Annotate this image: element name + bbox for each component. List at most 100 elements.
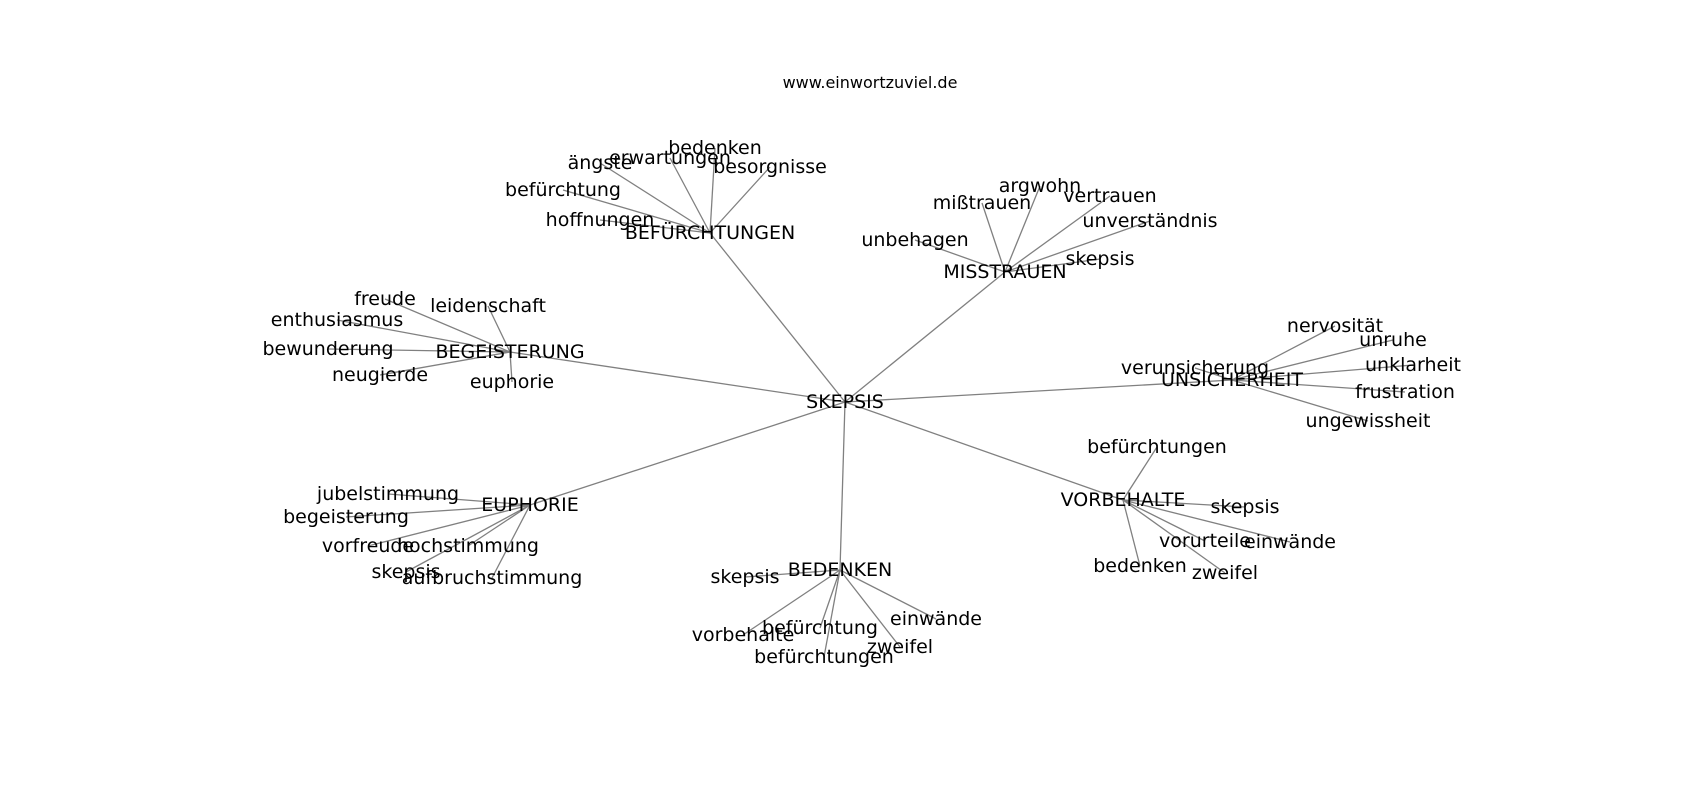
leaf-node-label: hoffnungen bbox=[546, 209, 655, 231]
leaf-node-label: vorbehalte bbox=[692, 624, 795, 646]
edge-hub-leaf bbox=[1231, 339, 1394, 381]
leaf-node-label: vertrauen bbox=[1063, 185, 1156, 207]
node-labels: SKEPSISBEFÜRCHTUNGENbedenkenerwartungenä… bbox=[262, 137, 1461, 668]
edge-hub-leaf bbox=[345, 504, 531, 518]
leaf-node-label: nervosität bbox=[1287, 315, 1383, 337]
leaf-node-label: skepsis bbox=[1065, 248, 1134, 270]
edge-hub-leaf bbox=[1122, 499, 1226, 574]
leaf-node-label: vorfreude bbox=[322, 535, 414, 557]
leaf-node-label: unverständnis bbox=[1082, 210, 1217, 232]
leaf-node-label: befürchtungen bbox=[1087, 436, 1227, 458]
leaf-node-label: ängste bbox=[568, 152, 633, 174]
leaf-node-label: hochstimmung bbox=[397, 535, 539, 557]
edge-hub-leaf bbox=[839, 569, 937, 620]
edge-hub-leaf bbox=[509, 351, 513, 383]
edge-hub-leaf bbox=[1122, 446, 1158, 501]
leaf-node-label: skepsis bbox=[1210, 496, 1279, 518]
leaf-node-label: besorgnisse bbox=[713, 156, 827, 178]
leaf-node-label: frustration bbox=[1355, 381, 1455, 403]
hub-node-label: BEFÜRCHTUNGEN bbox=[625, 221, 795, 244]
edge-center-hub bbox=[844, 379, 1233, 403]
leaf-node-label: befürchtung bbox=[505, 179, 621, 201]
leaf-node-label: bedenken bbox=[668, 137, 762, 159]
leaf-node-label: jubelstimmung bbox=[316, 483, 459, 505]
edge-hub-leaf bbox=[1004, 185, 1041, 273]
edge-hub-leaf bbox=[379, 351, 511, 376]
edge-hub-leaf bbox=[1122, 499, 1291, 543]
edge-hub-leaf bbox=[669, 157, 711, 234]
leaf-node-label: befürchtungen bbox=[754, 646, 894, 668]
leaf-node-label: enthusiasmus bbox=[271, 309, 403, 331]
edge-hub-leaf bbox=[1004, 195, 1111, 273]
hub-node-label: EUPHORIE bbox=[481, 494, 578, 516]
hub-node-label: BEGEISTERUNG bbox=[435, 341, 584, 363]
edge-hub-leaf bbox=[405, 504, 531, 573]
edge-hub-leaf bbox=[336, 319, 511, 353]
leaf-node-label: ungewissheit bbox=[1306, 410, 1431, 432]
leaf-node-label: verunsicherung bbox=[1121, 357, 1269, 379]
leaf-node-label: zweifel bbox=[1192, 562, 1258, 584]
edge-hub-leaf bbox=[387, 493, 531, 506]
edge-hub-leaf bbox=[467, 504, 531, 547]
edge-hub-leaf bbox=[487, 305, 511, 353]
edge-hub-leaf bbox=[599, 219, 711, 234]
leaf-node-label: skepsis bbox=[710, 566, 779, 588]
edge-hub-leaf bbox=[491, 504, 531, 579]
edge-hub-leaf bbox=[1122, 499, 1206, 542]
leaf-node-label: bewunderung bbox=[262, 338, 393, 360]
edge-hub-leaf bbox=[742, 569, 841, 636]
edge-hub-leaf bbox=[599, 162, 711, 234]
edge-center-hub bbox=[509, 351, 846, 403]
leaf-node-label: vorurteile bbox=[1159, 530, 1251, 552]
leaf-node-label: bedenken bbox=[1093, 555, 1187, 577]
edge-hub-leaf bbox=[367, 504, 531, 547]
edges bbox=[327, 147, 1414, 658]
edge-hub-leaf bbox=[327, 348, 511, 353]
edge-hub-leaf bbox=[823, 569, 841, 658]
edge-center-hub bbox=[709, 232, 846, 403]
leaf-node-label: einwände bbox=[1244, 531, 1336, 553]
leaf-node-label: euphorie bbox=[470, 371, 554, 393]
leaf-node-label: aufbruchstimmung bbox=[402, 567, 583, 589]
edge-center-hub bbox=[844, 401, 1124, 501]
leaf-node-label: zweifel bbox=[867, 636, 933, 658]
hub-node-label: BEDENKEN bbox=[788, 559, 893, 581]
edge-hub-leaf bbox=[384, 298, 511, 353]
edge-hub-leaf bbox=[562, 189, 711, 234]
hub-node-label: UNSICHERHEIT bbox=[1161, 369, 1303, 391]
edge-hub-leaf bbox=[839, 569, 901, 648]
leaf-node-label: befürchtung bbox=[762, 617, 878, 639]
edge-center-hub bbox=[839, 401, 846, 571]
edge-hub-leaf bbox=[819, 569, 841, 629]
edge-hub-leaf bbox=[1122, 499, 1141, 567]
edge-center-hub bbox=[844, 271, 1006, 403]
leaf-node-label: mißtrauen bbox=[933, 192, 1031, 214]
center-node-label: SKEPSIS bbox=[806, 391, 884, 413]
leaf-node-label: einwände bbox=[890, 608, 982, 630]
page-title: www.einwortzuviel.de bbox=[783, 73, 958, 92]
hub-node-label: MISSTRAUEN bbox=[943, 261, 1066, 283]
edge-hub-leaf bbox=[981, 202, 1006, 273]
edge-hub-leaf bbox=[1231, 325, 1336, 381]
edge-hub-leaf bbox=[709, 166, 771, 234]
edge-hub-leaf bbox=[1231, 379, 1406, 393]
leaf-node-label: freude bbox=[354, 288, 416, 310]
leaf-node-label: leidenschaft bbox=[430, 295, 546, 317]
leaf-node-label: unbehagen bbox=[861, 229, 968, 251]
hub-node-label: VORBEHALTE bbox=[1061, 489, 1186, 511]
leaf-node-label: unklarheit bbox=[1365, 354, 1461, 376]
edge-hub-leaf bbox=[1004, 258, 1101, 273]
edge-hub-leaf bbox=[1231, 364, 1414, 381]
edge-hub-leaf bbox=[1231, 379, 1369, 422]
leaf-node-label: erwartungen bbox=[609, 147, 731, 169]
edge-hub-leaf bbox=[709, 147, 716, 234]
edge-hub-leaf bbox=[1122, 499, 1246, 508]
leaf-node-label: unruhe bbox=[1359, 329, 1427, 351]
edge-hub-leaf bbox=[914, 239, 1006, 273]
leaf-node-label: skepsis bbox=[371, 561, 440, 583]
leaf-node-label: begeisterung bbox=[283, 506, 409, 528]
edge-hub-leaf bbox=[744, 569, 841, 578]
edge-center-hub bbox=[529, 401, 846, 506]
leaf-node-label: argwohn bbox=[999, 175, 1081, 197]
